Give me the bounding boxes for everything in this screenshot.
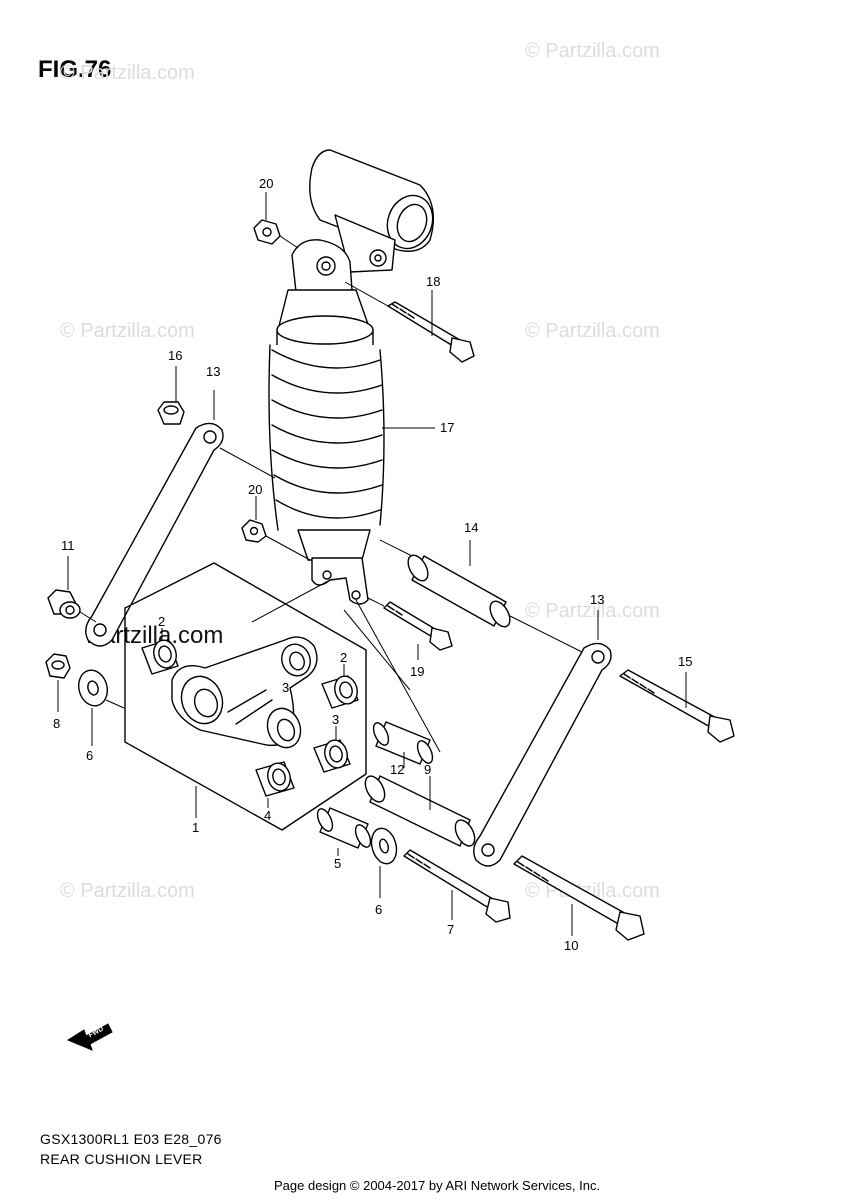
callout-10[interactable]: 10 (564, 938, 578, 953)
callout-13[interactable]: 13 (590, 592, 604, 607)
callout-9[interactable]: 9 (424, 762, 431, 777)
callout-20[interactable]: 20 (259, 176, 273, 191)
bearing-3[interactable] (313, 726, 351, 773)
watermark: © Partzilla.com (525, 600, 660, 622)
callout-7[interactable]: 7 (447, 922, 454, 937)
page-footer: Page design © 2004-2017 by ARI Network S… (274, 1178, 601, 1193)
watermark: © Partzilla.com (525, 40, 660, 62)
callout-17[interactable]: 17 (440, 420, 454, 435)
bearing-2-right[interactable] (321, 664, 360, 709)
callout-3[interactable]: 3 (282, 680, 289, 695)
bolt-19[interactable] (367, 597, 453, 660)
lever-assembly-box (124, 562, 367, 831)
bearing-2-left[interactable] (141, 628, 179, 675)
figure-title: FIG.76 (38, 56, 112, 83)
spacer-9[interactable] (361, 773, 478, 849)
callout-20[interactable]: 20 (248, 482, 262, 497)
watermark: © Partzilla.com (525, 320, 660, 342)
callout-8[interactable]: 8 (53, 716, 60, 731)
fwd-arrow-icon: FWD (66, 1023, 113, 1051)
callout-2[interactable]: 2 (340, 650, 347, 665)
bolt-7[interactable] (403, 849, 511, 923)
callout-18[interactable]: 18 (426, 274, 440, 289)
bolt-15[interactable] (619, 669, 735, 743)
nut-16[interactable] (157, 366, 185, 425)
spacer-14[interactable] (379, 539, 583, 653)
callout-15[interactable]: 15 (678, 654, 692, 669)
callout-2[interactable]: 2 (158, 614, 165, 629)
model-code: GSX1300RL1 E03 E28_076 (40, 1131, 222, 1147)
callout-12[interactable]: 12 (390, 762, 404, 777)
bearing-4[interactable] (255, 761, 295, 808)
callout-19[interactable]: 19 (410, 664, 424, 679)
section-name: REAR CUSHION LEVER (40, 1151, 203, 1167)
nut-20-upper[interactable] (253, 192, 299, 249)
cushion-rod-13-right[interactable] (473, 610, 612, 867)
collar-5[interactable] (314, 807, 373, 856)
collar-12[interactable] (370, 721, 435, 768)
nut-11[interactable] (47, 556, 97, 623)
watermark: © Partzilla.com (60, 880, 195, 902)
watermark: © Partzilla.com (60, 320, 195, 342)
watermark: © Partzilla.com (60, 62, 195, 84)
callout-6[interactable]: 6 (375, 902, 382, 917)
callout-14[interactable]: 14 (464, 520, 478, 535)
bolt-10[interactable] (513, 855, 645, 941)
callout-3[interactable]: 3 (332, 712, 339, 727)
callout-5[interactable]: 5 (334, 856, 341, 871)
cushion-rod-13-left[interactable] (85, 390, 276, 647)
callout-1[interactable]: 1 (192, 820, 199, 835)
bolt-18[interactable] (344, 281, 475, 363)
callout-13[interactable]: 13 (206, 364, 220, 379)
rear-shock-absorber[interactable] (268, 149, 440, 605)
callout-11[interactable]: 11 (61, 538, 75, 553)
callout-6[interactable]: 6 (86, 748, 93, 763)
nut-20-middle[interactable] (241, 496, 311, 561)
nut-8[interactable] (45, 653, 71, 712)
callout-4[interactable]: 4 (264, 808, 271, 823)
washer-6-left[interactable] (75, 667, 125, 746)
washer-6-right[interactable] (368, 826, 400, 898)
callout-16[interactable]: 16 (168, 348, 182, 363)
cushion-lever[interactable] (171, 636, 318, 752)
